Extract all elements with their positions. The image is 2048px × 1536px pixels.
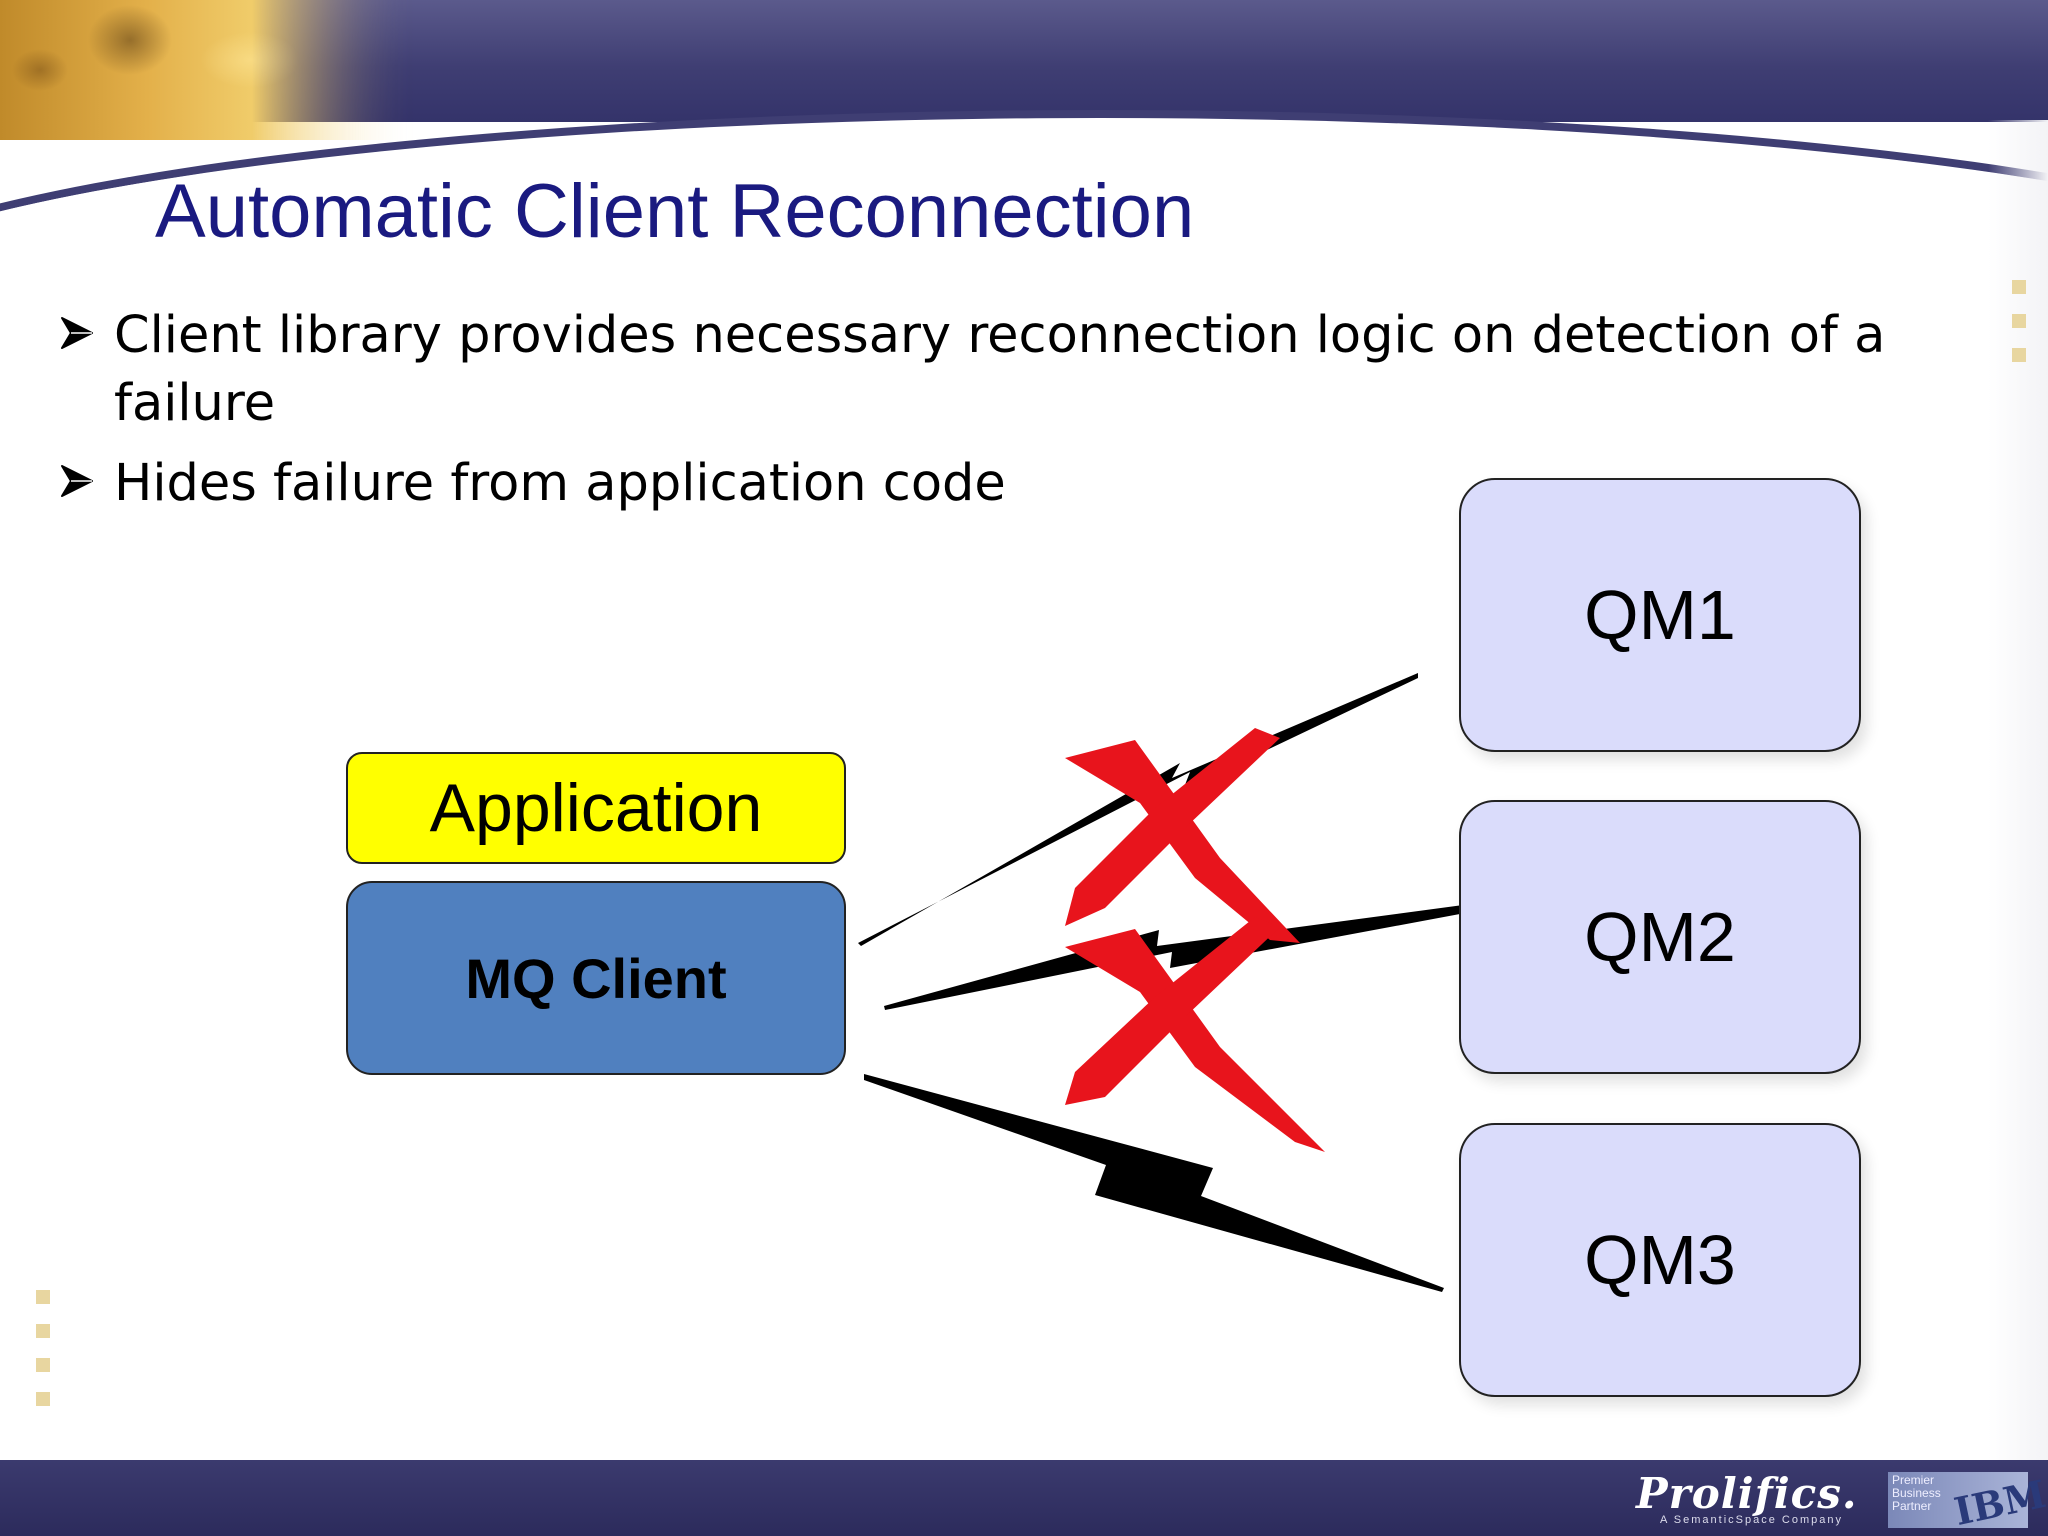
bullet-item: Hides failure from application code: [58, 450, 1258, 520]
arrow-bullet-icon: [61, 465, 93, 497]
application-box: Application: [346, 752, 846, 864]
connection-line-qm1: [858, 673, 1418, 946]
slide-title: Automatic Client Reconnection: [155, 169, 1195, 254]
decor-squares-left: [36, 1290, 50, 1426]
queue-manager-qm2: QM2: [1459, 800, 1861, 1074]
decor-squares-right: [2012, 280, 2026, 382]
bullet-item: Client library provides necessary reconn…: [58, 302, 1898, 442]
bullet-text: Client library provides necessary reconn…: [114, 306, 1886, 433]
connection-line-qm3: [864, 1074, 1444, 1292]
right-edge-shade: [1988, 120, 2048, 1460]
bullet-text: Hides failure from application code: [114, 454, 1006, 513]
connection-line-qm2: [884, 901, 1493, 1010]
footer-bar: [0, 1460, 2048, 1536]
logo-tagline: A SemanticSpace Company: [1660, 1514, 1843, 1526]
failure-cross-icon: [1065, 917, 1325, 1152]
partner-text: Premier Business Partner: [1892, 1473, 1941, 1513]
queue-manager-qm3: QM3: [1459, 1123, 1861, 1397]
ibm-partner-logo: Premier Business Partner IBM: [1888, 1471, 2048, 1534]
header-photo: [0, 0, 420, 140]
queue-manager-qm1: QM1: [1459, 478, 1861, 752]
prolifics-logo: Prolifics.: [1636, 1469, 1858, 1518]
mq-client-box: MQ Client: [346, 881, 846, 1075]
arrow-bullet-icon: [61, 317, 93, 349]
failure-cross-icon: [1065, 728, 1300, 943]
